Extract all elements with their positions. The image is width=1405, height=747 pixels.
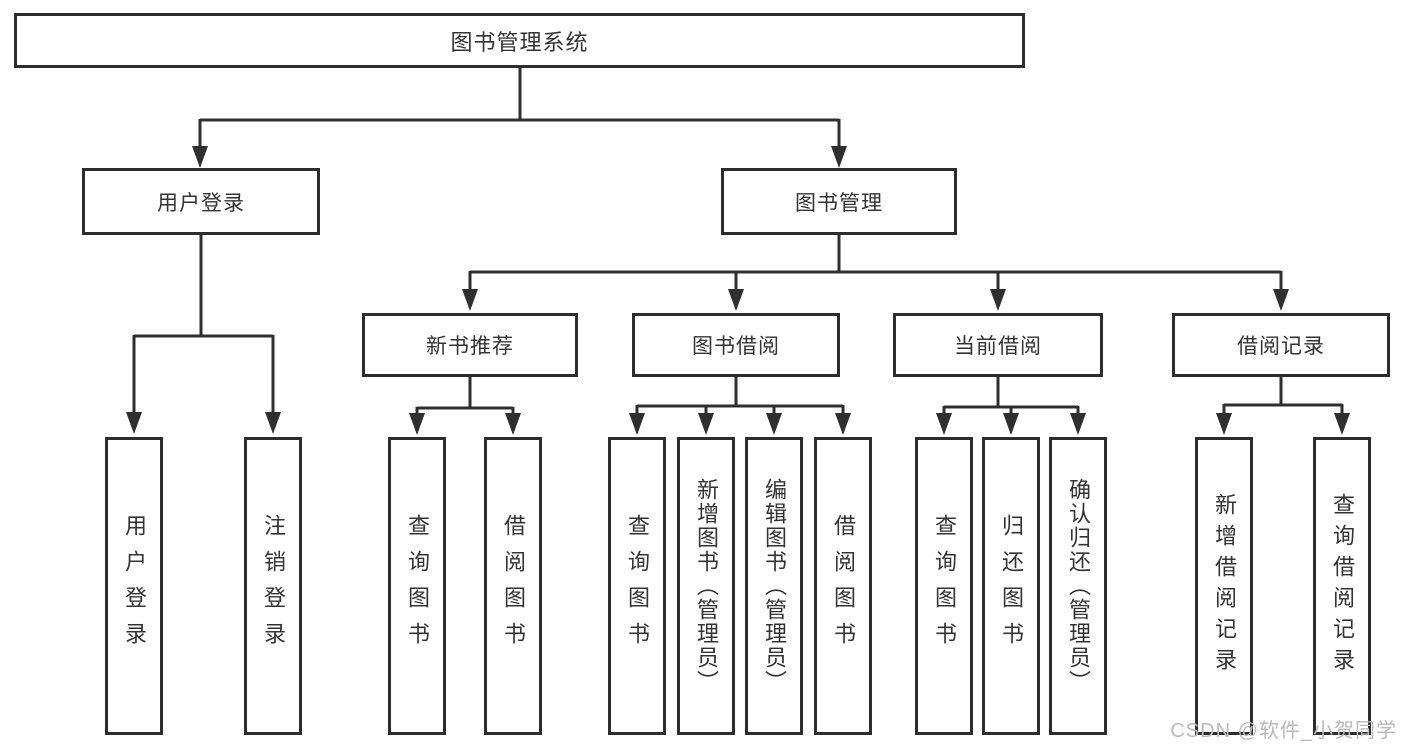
csdn-watermark: CSDN @软件_小贺同学 <box>1170 720 1397 742</box>
leaf-borrow-borrow-books: 借阅图书 <box>814 437 872 735</box>
node-user-login-label: 用户登录 <box>157 191 245 215</box>
leaf-borrow-add-books-admin: 新增图书（管理员） <box>677 437 735 735</box>
leaf-records-query-borrow-record: 查询借阅记录 <box>1313 437 1371 735</box>
node-book-borrow-label: 图书借阅 <box>692 335 780 358</box>
arrowheads <box>126 146 1350 435</box>
node-borrow-records-label: 借阅记录 <box>1237 335 1325 358</box>
node-user-login: 用户登录 <box>82 168 320 235</box>
leaf-login-user-login: 用户登录 <box>105 437 163 735</box>
node-book-borrow: 图书借阅 <box>632 313 840 377</box>
leaf-recommend-query-books: 查询图书 <box>388 437 446 735</box>
node-new-book-recommend-label: 新书推荐 <box>426 335 514 358</box>
node-current-borrow: 当前借阅 <box>893 313 1103 377</box>
leaf-current-return-books: 归还图书 <box>982 437 1040 735</box>
node-root-label: 图书管理系统 <box>450 29 589 55</box>
node-book-management: 图书管理 <box>721 168 957 235</box>
node-book-management-label: 图书管理 <box>795 191 883 215</box>
leaf-recommend-borrow-books: 借阅图书 <box>484 437 542 735</box>
leaf-borrow-edit-books-admin: 编辑图书（管理员） <box>745 437 803 735</box>
node-new-book-recommend: 新书推荐 <box>362 313 578 377</box>
leaf-current-confirm-return-admin: 确认归还（管理员） <box>1049 437 1107 735</box>
node-current-borrow-label: 当前借阅 <box>954 335 1042 358</box>
leaf-login-logout: 注销登录 <box>244 437 302 735</box>
node-borrow-records: 借阅记录 <box>1172 313 1390 377</box>
leaf-records-add-borrow-record: 新增借阅记录 <box>1195 437 1253 735</box>
leaf-borrow-query-books: 查询图书 <box>608 437 666 735</box>
leaf-current-query-books: 查询图书 <box>915 437 973 735</box>
node-root-system: 图书管理系统 <box>14 13 1025 68</box>
